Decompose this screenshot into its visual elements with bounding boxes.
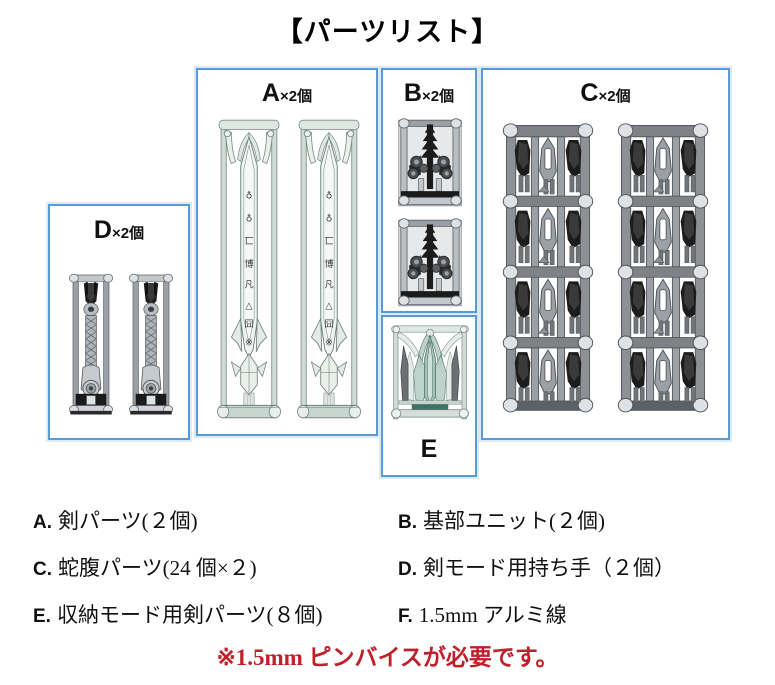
legend-item-b: B. 基部ユニット(２個)	[398, 498, 605, 546]
group-label-d: D×2個	[50, 216, 188, 245]
requirement-note: ※1.5mm ピンバイスが必要です。	[216, 645, 559, 670]
svg-text:△: △	[245, 300, 253, 311]
legend-key-b: B.	[398, 512, 417, 533]
group-letter-d: D	[93, 216, 112, 244]
legend-key-f: F.	[398, 606, 413, 627]
group-qty-d: ×2個	[111, 225, 145, 242]
sprue-a-2: ♁ ♁ 匸 博 凡 △ 囧 ※	[297, 119, 361, 419]
legend-text-a: 剣パーツ(２個)	[58, 509, 198, 533]
group-label-b: B×2個	[383, 79, 475, 108]
legend-item-c: C. 蛇腹パーツ(24 個×２)	[33, 545, 257, 593]
legend-row-1: A. 剣パーツ(２個) B. 基部ユニット(２個)	[0, 498, 775, 545]
sprue-d-2	[129, 273, 173, 415]
legend-key-c: C.	[33, 559, 52, 580]
legend-row-3: E.収納モード用剣パーツ(８個) F.1.5mm アルミ線	[0, 592, 775, 639]
svg-text:△: △	[325, 300, 333, 311]
svg-text:♁: ♁	[246, 213, 253, 224]
parts-diagram: D×2個	[48, 68, 730, 477]
svg-text:囧: 囧	[244, 319, 253, 330]
sprue-c-1	[502, 123, 594, 413]
svg-text:※: ※	[245, 337, 253, 348]
legend-item-f: F.1.5mm アルミ線	[398, 592, 567, 640]
legend-item-d: D. 剣モード用持ち手（２個）	[398, 545, 675, 593]
legend-text-c: 蛇腹パーツ(24 個×２)	[58, 556, 257, 580]
legend-key-a: A.	[33, 512, 52, 533]
group-box-d: D×2個	[48, 204, 190, 440]
legend-text-e: 収納モード用剣パーツ(８個)	[56, 603, 323, 627]
svg-text:囧: 囧	[324, 319, 333, 330]
svg-text:♁: ♁	[246, 191, 253, 202]
group-box-a: A×2個 ♁ ♁ 匸 博 凡 △ 囧 ※	[196, 68, 378, 436]
group-letter-a: A	[261, 79, 280, 107]
group-label-a: A×2個	[198, 79, 376, 108]
group-letter-e: E	[420, 435, 438, 463]
legend-row-2: C. 蛇腹パーツ(24 個×２) D. 剣モード用持ち手（２個）	[0, 545, 775, 592]
group-box-e: E	[381, 315, 477, 477]
legend-key-e: E.	[33, 606, 51, 627]
group-label-c: C×2個	[483, 79, 728, 108]
parts-legend: A. 剣パーツ(２個) B. 基部ユニット(２個) C. 蛇腹パーツ(24 個×２) …	[0, 498, 775, 639]
sprue-c-2	[617, 123, 709, 413]
svg-text:匸: 匸	[324, 236, 333, 247]
svg-text:♁: ♁	[326, 191, 333, 202]
group-qty-a: ×2個	[279, 88, 313, 105]
group-qty-b: ×2個	[421, 88, 455, 105]
legend-key-d: D.	[398, 559, 417, 580]
sprue-b-1	[398, 118, 462, 207]
sprue-e-1	[391, 325, 469, 420]
group-letter-b: B	[403, 79, 422, 107]
group-box-b: B×2個	[381, 68, 477, 313]
sprue-b-2	[398, 218, 462, 307]
svg-text:博: 博	[324, 258, 333, 270]
sprue-d-1	[69, 273, 113, 415]
legend-text-d: 剣モード用持ち手（２個）	[423, 556, 675, 580]
group-label-e: E	[383, 435, 475, 464]
svg-text:博: 博	[244, 258, 253, 270]
svg-text:※: ※	[325, 337, 333, 348]
svg-text:凡: 凡	[324, 280, 333, 291]
legend-item-a: A. 剣パーツ(２個)	[33, 498, 198, 546]
group-box-c: C×2個	[481, 68, 730, 440]
group-letter-c: C	[580, 79, 599, 107]
svg-text:凡: 凡	[244, 280, 253, 291]
sprue-a-1: ♁ ♁ 匸 博 凡 △ 囧 ※	[217, 119, 281, 419]
group-qty-c: ×2個	[598, 88, 631, 105]
legend-item-e: E.収納モード用剣パーツ(８個)	[33, 592, 323, 640]
page-title: 【パーツリスト】	[275, 17, 500, 47]
svg-text:♁: ♁	[326, 213, 333, 224]
legend-text-b: 基部ユニット(２個)	[423, 509, 605, 533]
legend-text-f: 1.5mm アルミ線	[418, 603, 567, 627]
svg-text:匸: 匸	[244, 236, 253, 247]
